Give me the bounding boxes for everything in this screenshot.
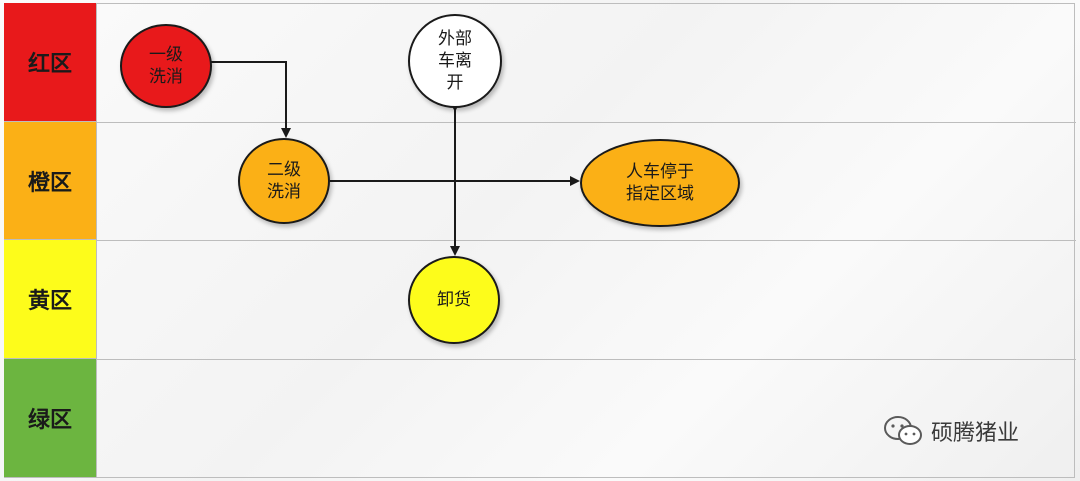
lane-divider bbox=[4, 122, 1076, 123]
zone-label-orange: 橙区 bbox=[4, 122, 97, 240]
watermark-text: 硕腾猪业 bbox=[931, 421, 1020, 446]
lane-divider bbox=[4, 359, 1076, 360]
node-external-vehicle-exit: 外部 车离 开 bbox=[408, 14, 502, 108]
node-first-wash: 一级 洗消 bbox=[120, 24, 212, 108]
zone-label-yellow: 黄区 bbox=[4, 240, 97, 359]
zone-label-red: 红区 bbox=[4, 3, 97, 122]
zone-label-green: 绿区 bbox=[4, 359, 97, 478]
lane-divider bbox=[4, 240, 1076, 241]
wechat-icon bbox=[884, 416, 922, 445]
node-designated-area: 人车停于 指定区域 bbox=[580, 139, 740, 227]
watermark: 硕腾猪业 bbox=[883, 414, 1019, 448]
node-second-wash: 二级 洗消 bbox=[238, 138, 330, 224]
node-unload: 卸货 bbox=[408, 256, 500, 344]
